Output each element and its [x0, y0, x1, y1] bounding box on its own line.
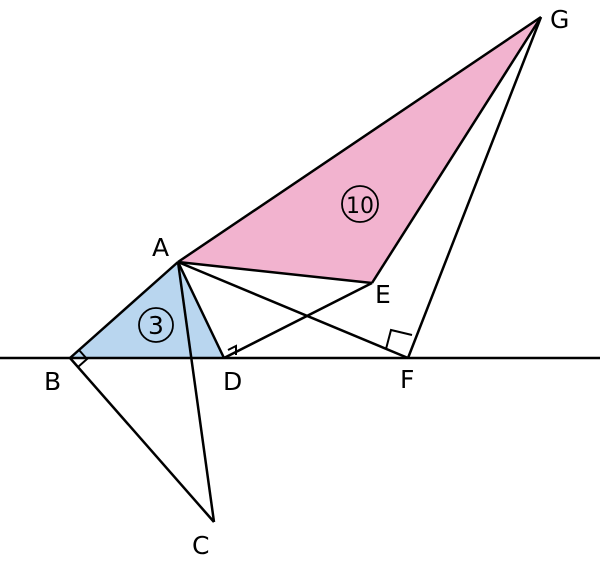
segment-fg — [406, 16, 543, 359]
area-circle-3 — [138, 307, 174, 343]
segment-de — [223, 281, 373, 360]
label-f: F — [400, 365, 414, 394]
label-d: D — [223, 367, 242, 396]
triangle-aeg-fill — [178, 17, 541, 283]
label-b: B — [44, 367, 61, 396]
right-angle-mark-d — [227, 344, 237, 355]
segment-ae — [177, 260, 373, 285]
segment-bc — [69, 357, 215, 523]
segment-ac — [176, 261, 216, 523]
right-angle-mark-b — [69, 349, 89, 369]
segment-ag — [177, 15, 542, 264]
segment-af — [177, 260, 409, 360]
area-circle-10 — [341, 185, 379, 223]
right-angle-mark-f — [385, 328, 413, 350]
area-label-3: 3 — [148, 311, 164, 340]
segment-ad — [176, 261, 226, 359]
segment-ab — [69, 261, 179, 359]
label-c: C — [192, 531, 209, 560]
label-a: A — [152, 233, 169, 262]
area-label-10: 10 — [346, 194, 374, 219]
label-e: E — [375, 280, 391, 309]
segment-eg — [370, 16, 543, 284]
label-g: G — [550, 5, 569, 34]
